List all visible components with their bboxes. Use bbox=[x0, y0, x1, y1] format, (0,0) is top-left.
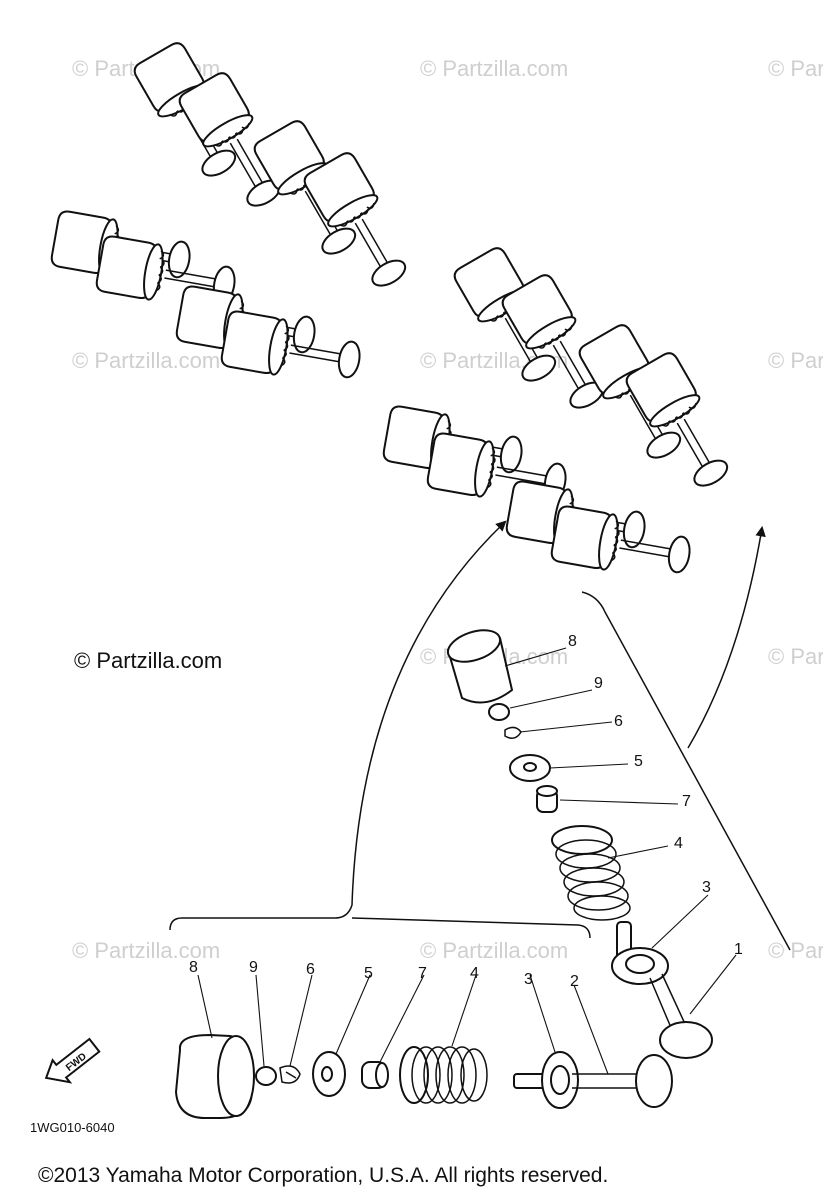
callout-number: 3 bbox=[524, 971, 533, 988]
valve-pad-part bbox=[488, 703, 510, 721]
diagram-code: 1WG010-6040 bbox=[30, 1120, 115, 1135]
watermark-text: © Partzilla.com bbox=[74, 648, 222, 673]
callout-number: 2 bbox=[570, 973, 579, 990]
copyright-notice: ©2013 Yamaha Motor Corporation, U.S.A. A… bbox=[38, 1164, 608, 1187]
valve-spring-part bbox=[551, 825, 631, 921]
callout-number: 8 bbox=[568, 633, 577, 650]
valve-lifter-part bbox=[446, 629, 514, 704]
stem-seal-part bbox=[361, 1061, 389, 1089]
valve-part bbox=[611, 921, 713, 1059]
valve-assembly bbox=[300, 149, 419, 297]
callout-number: 6 bbox=[614, 713, 623, 730]
callout-number: 4 bbox=[470, 965, 479, 982]
retainer-part bbox=[509, 754, 551, 782]
watermark-group: © Partzilla.com © Partzilla.com © Partzi… bbox=[72, 56, 823, 963]
callout-number: 7 bbox=[682, 793, 691, 810]
valve-bank-right bbox=[381, 244, 741, 585]
watermark-text: © Partzilla.com bbox=[420, 56, 568, 81]
callouts-bottom: 8 9 6 5 7 4 3 2 bbox=[189, 959, 579, 990]
callout-number: 1 bbox=[734, 941, 743, 958]
callout-number: 7 bbox=[418, 965, 427, 982]
callout-leaders-bottom bbox=[197, 974, 609, 1075]
leader-lines bbox=[169, 520, 791, 951]
callout-leaders-top bbox=[504, 647, 737, 1015]
watermark-text: © Partzilla.com bbox=[768, 938, 823, 963]
valve-assembly bbox=[219, 309, 365, 390]
callout-number: 5 bbox=[634, 753, 643, 770]
watermark-text: © Partzilla.com bbox=[768, 56, 823, 81]
callout-number: 9 bbox=[249, 959, 258, 976]
retainer-part bbox=[312, 1051, 346, 1097]
watermark-text: © Partzilla.com bbox=[768, 348, 823, 373]
valve-pad-part bbox=[255, 1066, 277, 1086]
valve-bank-left bbox=[49, 39, 419, 390]
callout-number: 6 bbox=[306, 961, 315, 978]
valve-lifter-part bbox=[174, 1033, 255, 1119]
cotter-part bbox=[279, 1065, 301, 1084]
valve-assembly bbox=[622, 349, 741, 497]
callout-number: 8 bbox=[189, 959, 198, 976]
watermark-text: © Partzilla.com bbox=[420, 938, 568, 963]
callout-number: 4 bbox=[674, 835, 683, 852]
valve-part bbox=[513, 1051, 673, 1109]
callout-number: 5 bbox=[364, 965, 373, 982]
fwd-arrow-icon: FWD bbox=[44, 1037, 101, 1084]
cotter-part bbox=[504, 726, 522, 739]
valve-assembly bbox=[549, 504, 695, 585]
exploded-row-bottom bbox=[174, 1033, 673, 1119]
watermark-text: © Partzilla.com bbox=[768, 644, 823, 669]
stem-seal-part bbox=[536, 785, 558, 813]
watermark-text: © Partzilla.com bbox=[72, 348, 220, 373]
callouts-top: 8 9 6 5 7 4 3 1 bbox=[568, 633, 743, 958]
valve-spring-part bbox=[399, 1046, 488, 1104]
callout-number: 3 bbox=[702, 879, 711, 896]
callout-number: 9 bbox=[594, 675, 603, 692]
watermark-text: © Partzilla.com bbox=[72, 938, 220, 963]
exploded-stack-top bbox=[446, 629, 713, 1059]
